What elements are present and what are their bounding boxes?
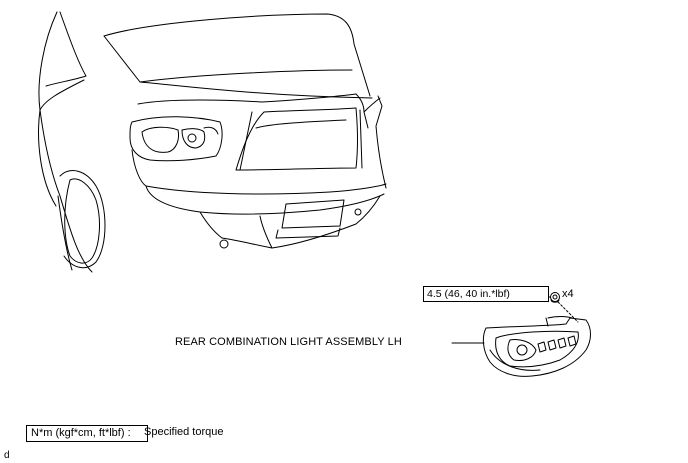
nut-dashed-line [557,301,579,323]
legend-unit-box: N*m (kgf*cm, ft*lbf) : [26,425,148,442]
part-name-label: REAR COMBINATION LIGHT ASSEMBLY LH [175,336,402,348]
nut-icon [550,292,560,303]
torque-value-box: 4.5 (46, 40 in.*lbf) [423,286,549,302]
rear-combination-light [482,316,591,377]
fastener-quantity: x4 [562,288,574,300]
legend-description: Specified torque [144,426,224,438]
corner-mark: d [4,450,10,461]
car-body [38,11,387,273]
